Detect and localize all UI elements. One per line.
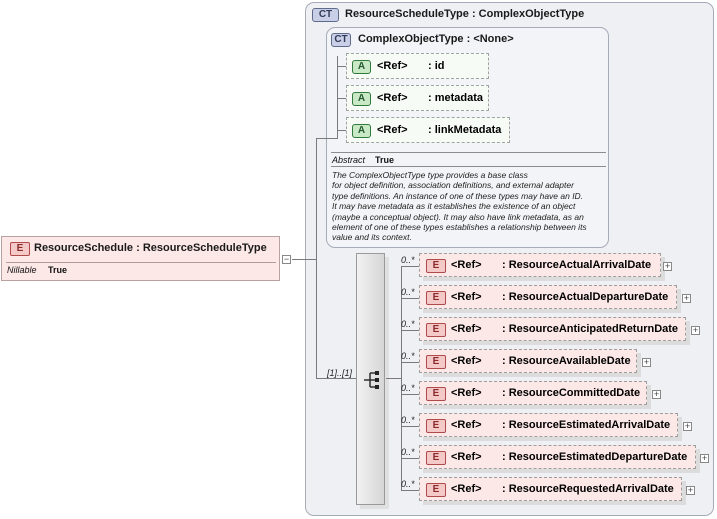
element-name: : ResourceRequestedArrivalDate: [502, 483, 674, 495]
element-connector: [401, 330, 420, 331]
element-name: : ResourceEstimatedArrivalDate: [502, 419, 671, 431]
element-occurrence: 0..*: [401, 287, 415, 297]
element-icon: E: [426, 483, 446, 497]
element-occurrence: 0..*: [401, 447, 415, 457]
element-ref: <Ref>: [451, 451, 482, 463]
element-occurrence: 0..*: [401, 479, 415, 489]
connector: [386, 378, 401, 379]
element-name: : ResourceActualDepartureDate: [502, 291, 669, 303]
element-ref: <Ref>: [451, 259, 482, 271]
complex-type-title: ResourceScheduleType : ComplexObjectType: [345, 8, 585, 20]
sequence-icon: [364, 371, 379, 389]
element-resource-actual-arrival-date[interactable]: E <Ref> : ResourceActualArrivalDate: [419, 253, 661, 277]
expand-icon[interactable]: +: [691, 325, 700, 335]
expand-icon[interactable]: +: [642, 357, 651, 367]
connector: [292, 259, 316, 260]
attribute-ref: <Ref>: [377, 92, 408, 104]
root-element-label: ResourceSchedule : ResourceScheduleType: [34, 242, 267, 254]
sequence-occurrence: [1]..[1]: [327, 368, 353, 378]
element-ref: <Ref>: [451, 291, 482, 303]
element-occurrence: 0..*: [401, 351, 415, 361]
separator: [331, 166, 606, 167]
sequence-compositor[interactable]: [356, 253, 385, 505]
documentation-text: The ComplexObjectType type provides a ba…: [332, 170, 587, 243]
expand-icon[interactable]: +: [663, 261, 672, 271]
element-occurrence: 0..*: [401, 255, 415, 265]
element-connector: [401, 490, 420, 491]
element-icon: E: [426, 387, 446, 401]
attribute-name: : id: [428, 60, 445, 72]
attribute-icon: A: [352, 60, 371, 74]
element-name: : ResourceAnticipatedReturnDate: [502, 323, 679, 335]
element-icon: E: [426, 291, 446, 305]
expand-icon[interactable]: +: [683, 421, 692, 431]
element-resource-requested-arrival-date[interactable]: E <Ref> : ResourceRequestedArrivalDate: [419, 477, 682, 501]
attribute-icon: A: [352, 92, 371, 106]
element-connector: [401, 298, 420, 299]
expand-icon[interactable]: +: [652, 389, 661, 399]
element-ref: <Ref>: [451, 483, 482, 495]
element-resource-estimated-arrival-date[interactable]: E <Ref> : ResourceEstimatedArrivalDate: [419, 413, 678, 437]
element-name: : ResourceCommittedDate: [502, 387, 641, 399]
collapse-icon[interactable]: −: [282, 254, 291, 264]
element-icon: E: [426, 323, 446, 337]
element-connector: [401, 458, 420, 459]
base-type-title: ComplexObjectType : <None>: [358, 33, 514, 45]
nillable-label: Nillable: [7, 265, 37, 275]
connector: [316, 138, 337, 139]
attribute-id[interactable]: A <Ref> : id: [346, 53, 489, 79]
expand-icon[interactable]: +: [686, 485, 695, 495]
connector-vertical: [316, 138, 317, 379]
nillable-value: True: [48, 265, 68, 275]
element-icon: E: [426, 451, 446, 465]
element-icon: E: [10, 242, 30, 256]
element-name: : ResourceActualArrivalDate: [502, 259, 652, 271]
element-connector: [401, 266, 420, 267]
element-icon: E: [426, 355, 446, 369]
element-resource-estimated-departure-date[interactable]: E <Ref> : ResourceEstimatedDepartureDate: [419, 445, 696, 469]
element-resource-committed-date[interactable]: E <Ref> : ResourceCommittedDate: [419, 381, 647, 405]
element-ref: <Ref>: [451, 387, 482, 399]
element-ref: <Ref>: [451, 419, 482, 431]
element-name: : ResourceAvailableDate: [502, 355, 631, 367]
expand-icon[interactable]: +: [682, 293, 691, 303]
element-icon: E: [426, 419, 446, 433]
sequence-branch-vertical: [401, 266, 402, 491]
expand-icon[interactable]: +: [700, 453, 709, 463]
attribute-name: : linkMetadata: [428, 124, 502, 136]
element-connector: [401, 394, 420, 395]
abstract-value: True: [375, 155, 395, 165]
complex-type-badge: CT: [312, 8, 339, 22]
separator: [331, 152, 606, 153]
attribute-ref: <Ref>: [377, 60, 408, 72]
element-resource-anticipated-return-date[interactable]: E <Ref> : ResourceAnticipatedReturnDate: [419, 317, 686, 341]
attribute-connector: [337, 98, 347, 99]
attribute-icon: A: [352, 124, 371, 138]
attribute-name: : metadata: [428, 92, 484, 104]
base-type-badge: CT: [331, 33, 351, 47]
element-connector: [401, 362, 420, 363]
attribute-connector: [337, 66, 347, 67]
element-occurrence: 0..*: [401, 415, 415, 425]
element-ref: <Ref>: [451, 355, 482, 367]
connector: [316, 378, 356, 379]
abstract-label: Abstract: [332, 155, 366, 165]
attribute-ref: <Ref>: [377, 124, 408, 136]
element-occurrence: 0..*: [401, 383, 415, 393]
attribute-linkmetadata[interactable]: A <Ref> : linkMetadata: [346, 117, 510, 143]
element-resource-actual-departure-date[interactable]: E <Ref> : ResourceActualDepartureDate: [419, 285, 677, 309]
element-ref: <Ref>: [451, 323, 482, 335]
element-resource-available-date[interactable]: E <Ref> : ResourceAvailableDate: [419, 349, 637, 373]
element-name: : ResourceEstimatedDepartureDate: [502, 451, 688, 463]
attribute-connector: [337, 130, 347, 131]
attribute-metadata[interactable]: A <Ref> : metadata: [346, 85, 489, 111]
element-occurrence: 0..*: [401, 319, 415, 329]
root-element-box[interactable]: E ResourceSchedule : ResourceScheduleTyp…: [1, 236, 280, 281]
attribute-connector-vertical: [337, 56, 338, 139]
element-icon: E: [426, 259, 446, 273]
separator: [6, 262, 276, 263]
element-connector: [401, 426, 420, 427]
